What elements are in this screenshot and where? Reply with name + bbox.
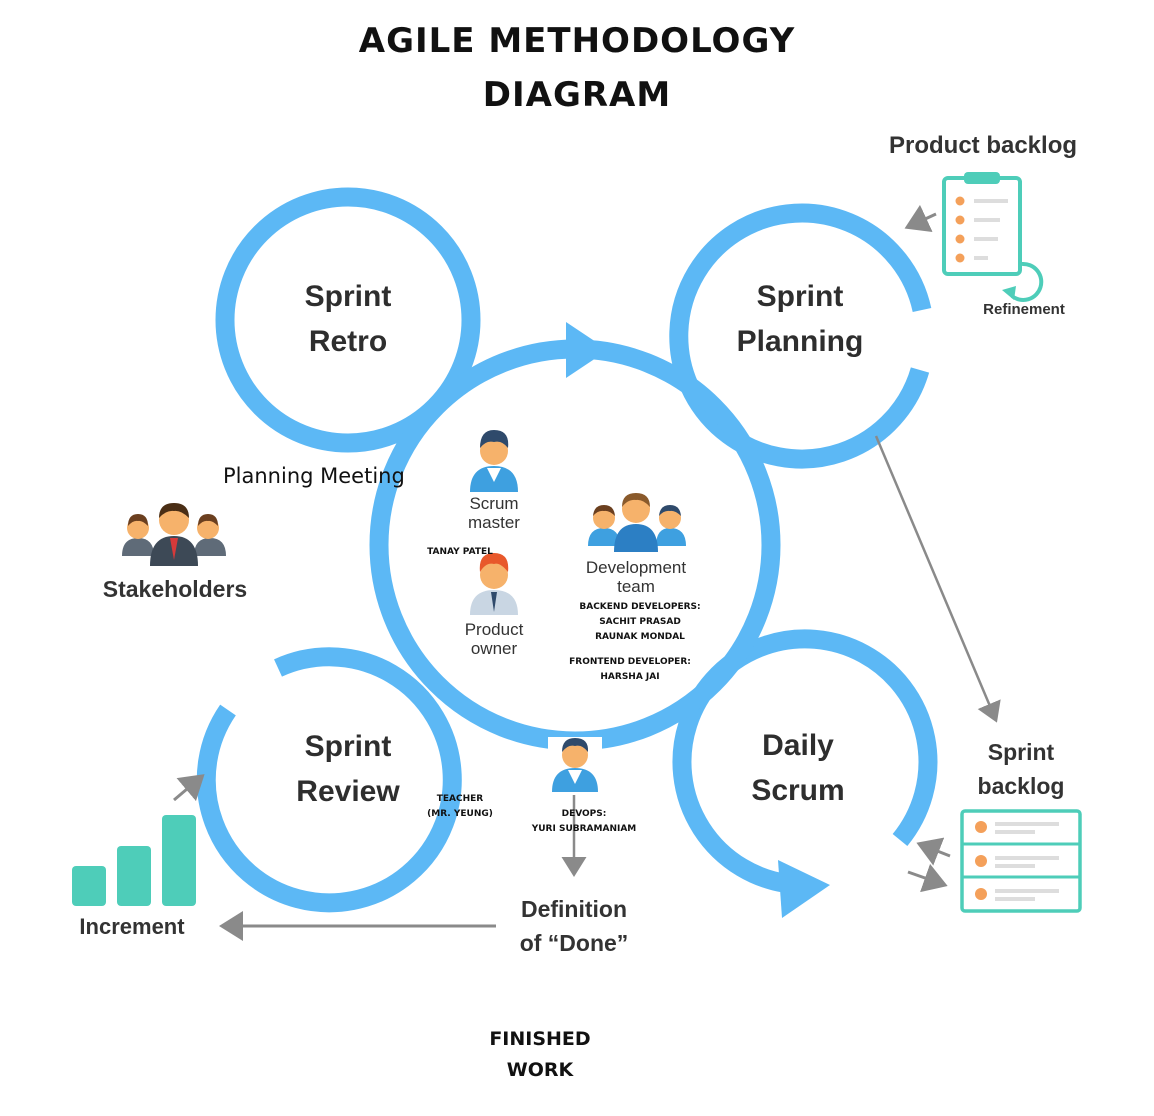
center-arrowhead: [566, 322, 608, 378]
devops-person-icon: [548, 737, 602, 793]
finished-work-line1: FINISHED: [489, 1028, 591, 1050]
sprint-planning-line2: Planning: [736, 325, 864, 358]
backend-developers-block: BACKEND DEVELOPERS: SACHIT PRASAD RAUNAK…: [560, 600, 720, 645]
increment-label: Increment: [79, 914, 185, 939]
devops-line2: YURI SUBRAMANIAM: [531, 824, 637, 834]
product-owner-line2: owner: [470, 639, 518, 658]
daily-scrum-label: Daily Scrum: [698, 723, 898, 813]
clipboard-icon: [942, 172, 1022, 276]
scrum-master-label: Scrum master: [444, 494, 544, 532]
refresh-icon: [1002, 261, 1044, 302]
scrum-master-person-icon: [470, 430, 518, 492]
teacher-line1: TEACHER: [436, 794, 484, 804]
teacher-line2: (MR. YEUNG): [427, 809, 493, 819]
sprint-retro-ring: [215, 187, 481, 453]
development-team-label: Development team: [566, 558, 706, 596]
backend-developer-2: RAUNAK MONDAL: [595, 632, 685, 642]
title-line-1: AGILE METHODOLOGY: [358, 21, 796, 61]
sprint-planning-label: Sprint Planning: [690, 274, 910, 364]
sprint-retro-line1: Sprint: [304, 280, 392, 313]
planning-meeting-label: Planning Meeting: [223, 464, 405, 488]
backend-heading: BACKEND DEVELOPERS:: [579, 602, 701, 612]
sprint-backlog-line1: Sprint: [987, 739, 1055, 765]
daily-scrum-line1: Daily: [762, 729, 834, 762]
definition-done-line1: Definition: [520, 896, 628, 922]
daily-scrum-line2: Scrum: [751, 774, 845, 807]
scrum-master-line1: Scrum: [469, 494, 519, 513]
finished-work-label: FINISHED WORK: [440, 1024, 640, 1086]
refinement-label: Refinement: [983, 301, 1065, 318]
bar-chart-icon: [72, 815, 196, 906]
sprint-review-line2: Review: [296, 775, 400, 808]
sprint-planning-ring: [669, 203, 932, 469]
sprint-retro-line2: Retro: [308, 325, 388, 358]
development-team-line1: Development: [585, 558, 687, 577]
sprint-review-line1: Sprint: [304, 730, 392, 763]
daily-to-backlog-arrow: [907, 863, 948, 893]
sprint-backlog-line2: backlog: [977, 773, 1065, 799]
devops-line1: DEVOPS:: [561, 809, 607, 819]
definition-done-line2: of “Done”: [519, 930, 629, 956]
sprint-backlog-label: Sprint backlog: [950, 735, 1092, 803]
increment-to-review-arrow: [173, 774, 205, 802]
definition-of-done-label: Definition of “Done”: [490, 892, 658, 960]
product-backlog-label: Product backlog: [888, 132, 1078, 159]
development-team-line2: team: [617, 577, 655, 596]
product-owner-person-icon: [470, 553, 518, 615]
list-icon: [960, 809, 1082, 913]
development-team-group-icon: [588, 493, 686, 552]
backlog-to-daily-arrow: [916, 837, 951, 866]
sprint-review-label: Sprint Review: [248, 724, 448, 814]
backlog-to-planning-arrow: [904, 204, 937, 233]
stakeholders-group-icon: [122, 503, 226, 566]
teacher-label: TEACHER (MR. YEUNG): [410, 792, 510, 822]
finished-work-line2: WORK: [506, 1059, 574, 1081]
frontend-heading: FRONTEND DEVELOPER:: [569, 657, 691, 667]
product-owner-line1: Product: [464, 620, 524, 639]
scrum-master-line2: master: [468, 513, 520, 532]
devops-label: DEVOPS: YURI SUBRAMANIAM: [514, 807, 654, 837]
frontend-developer-1: HARSHA JAI: [600, 672, 660, 682]
backend-developer-1: SACHIT PRASAD: [599, 617, 681, 627]
daily-scrum-ring: [672, 629, 938, 894]
sprint-review-ring: [196, 647, 462, 913]
sprint-planning-line1: Sprint: [756, 280, 844, 313]
product-owner-label: Product owner: [444, 620, 544, 658]
daily-scrum-arrowhead: [778, 860, 830, 918]
sprint-retro-label: Sprint Retro: [248, 274, 448, 364]
stakeholders-label: Stakeholders: [102, 576, 248, 602]
title-line-2: DIAGRAM: [482, 75, 672, 115]
scrum-master-name: TANAY PATEL: [427, 547, 493, 557]
frontend-developer-block: FRONTEND DEVELOPER: HARSHA JAI: [548, 655, 712, 685]
planning-to-sprint-backlog-arrow: [874, 435, 1001, 723]
